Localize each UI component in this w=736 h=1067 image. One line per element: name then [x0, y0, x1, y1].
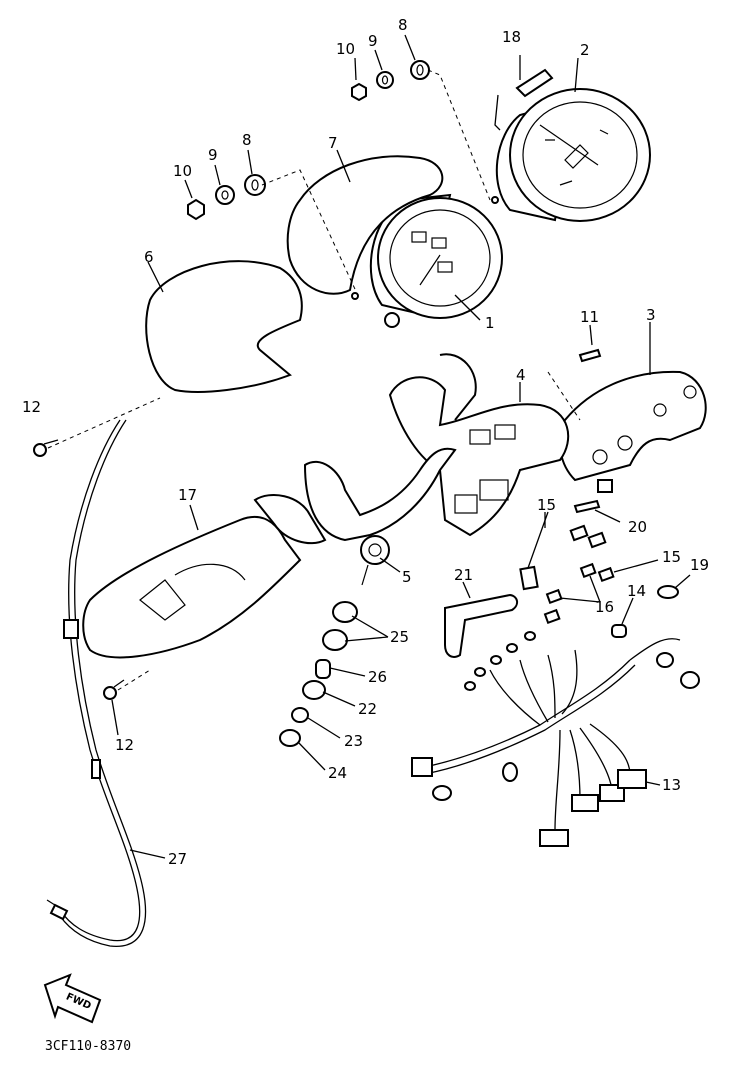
callout-4: 4	[516, 366, 526, 384]
meter-cover-part-6	[145, 260, 303, 393]
callout-16: 16	[595, 598, 614, 616]
wire-harness-part-13	[411, 631, 700, 847]
callout-17: 17	[178, 486, 197, 504]
callout-27: 27	[168, 850, 187, 868]
speedometer-part-1	[351, 193, 503, 328]
callout-9a: 9	[368, 32, 378, 50]
callout-15b: 15	[662, 548, 681, 566]
callout-8b: 8	[242, 131, 252, 149]
callout-20: 20	[628, 518, 647, 536]
indicator-panel-part-4	[388, 353, 570, 537]
callout-18: 18	[502, 28, 521, 46]
bracket-part-3	[558, 370, 707, 482]
callout-14: 14	[627, 582, 646, 600]
callout-24: 24	[328, 764, 347, 782]
callout-8a: 8	[398, 16, 408, 34]
callout-10b: 10	[173, 162, 192, 180]
grommet-parts-22-26	[279, 601, 358, 747]
fwd-direction-arrow: FWD	[43, 973, 102, 1024]
callout-12a: 12	[22, 398, 41, 416]
callout-21: 21	[454, 566, 473, 584]
washers-upper-8-9-10	[351, 60, 430, 102]
callout-5: 5	[402, 568, 412, 586]
callout-23: 23	[344, 732, 363, 750]
callout-labels: 1 2 3 4 5 6 7 8 8 9 9 10 10 11 12 12 13 …	[22, 16, 709, 868]
callout-26: 26	[368, 668, 387, 686]
washers-lower-8-9-10	[187, 174, 266, 221]
diagram-code: 3CF110-8370	[45, 1039, 131, 1054]
callout-15a: 15	[537, 496, 556, 514]
screw-part-11	[578, 348, 602, 363]
tachometer-part-2	[491, 88, 651, 222]
assembly-dashed-lines	[47, 69, 581, 691]
screw-part-12-lower	[103, 679, 125, 700]
speedometer-cable-part-27	[59, 419, 141, 942]
callout-19: 19	[690, 556, 709, 574]
callout-12b: 12	[115, 736, 134, 754]
callout-25: 25	[390, 628, 409, 646]
light-cover-part-18	[515, 68, 554, 98]
lower-cover-part-17	[82, 515, 302, 659]
meter-cover-part-7	[286, 155, 444, 295]
callout-2: 2	[580, 41, 590, 59]
callout-1: 1	[485, 314, 495, 332]
callout-13: 13	[662, 776, 681, 794]
callout-22: 22	[358, 700, 377, 718]
bulbs-sockets-14-15-16-19-20	[519, 499, 679, 638]
screw-part-12-upper	[33, 439, 59, 457]
callout-9b: 9	[208, 146, 218, 164]
callout-6: 6	[144, 248, 154, 266]
callout-11: 11	[580, 308, 599, 326]
callout-10a: 10	[336, 40, 355, 58]
bracket-part-21	[444, 593, 518, 658]
holder-part-5	[253, 447, 457, 586]
leader-lines	[111, 34, 691, 859]
callout-7: 7	[328, 134, 338, 152]
callout-3: 3	[646, 306, 656, 324]
